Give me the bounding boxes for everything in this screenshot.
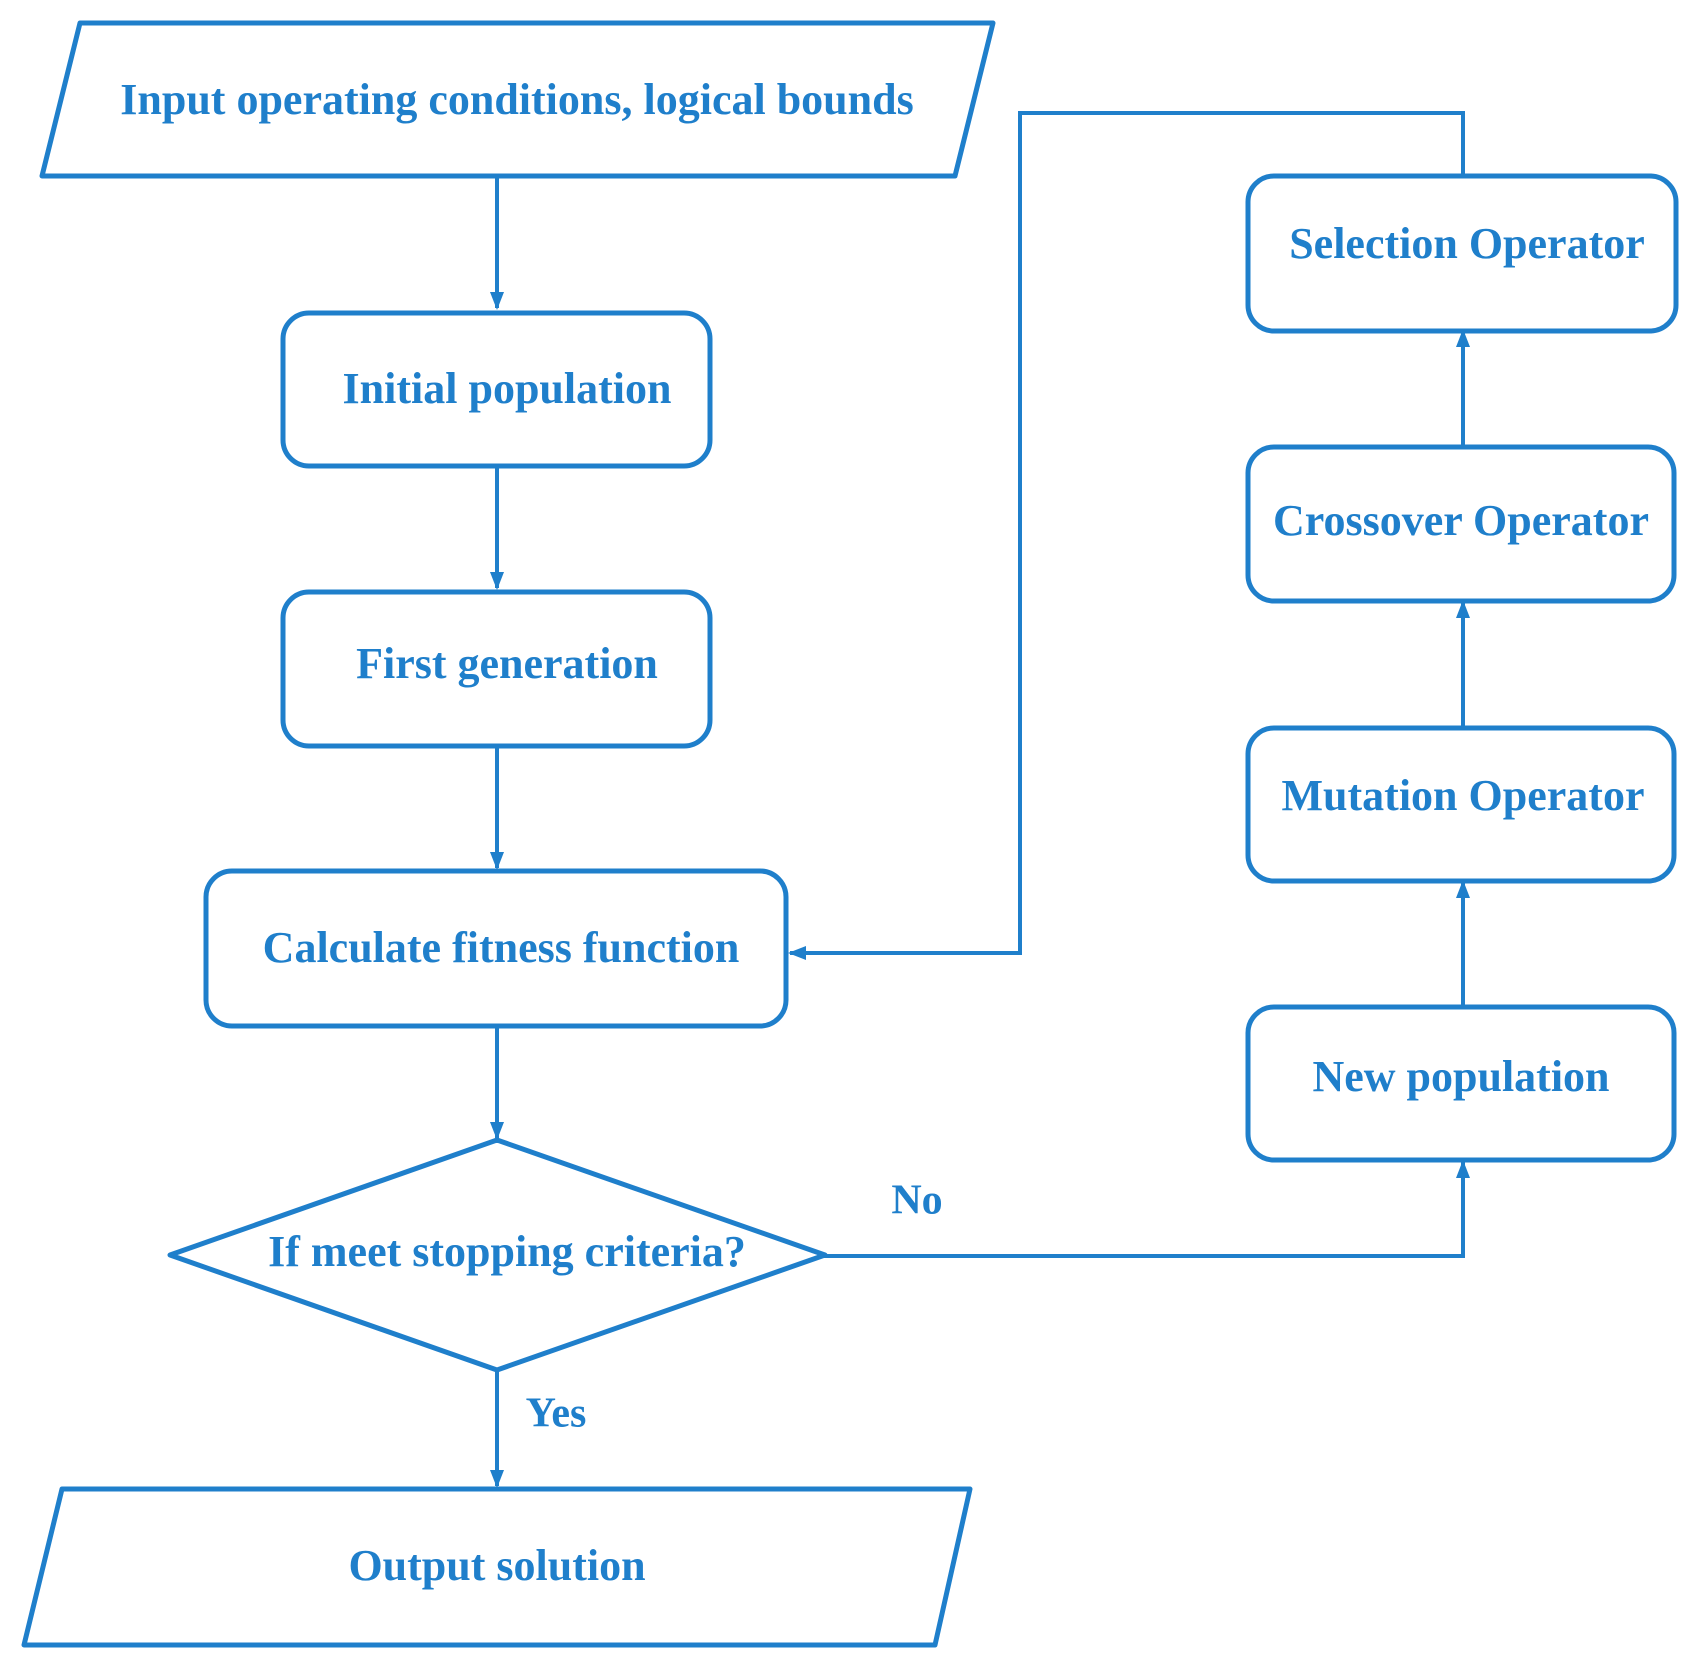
new-population-node: New population: [1245, 1004, 1677, 1163]
edge-label-yes: Yes: [526, 1391, 587, 1437]
input-node: Input operating conditions, logical boun…: [39, 20, 996, 179]
crossover-label: Crossover Operator: [1273, 496, 1649, 545]
selection-box: [1245, 173, 1679, 334]
input-parallelogram: [39, 20, 996, 179]
output-parallelogram: [21, 1486, 973, 1648]
calculate-fitness-label: Calculate fitness function: [263, 923, 740, 972]
input-label: Input operating conditions, logical boun…: [120, 75, 913, 124]
new-population-label: New population: [1312, 1052, 1609, 1101]
mutation-node: Mutation Operator: [1245, 725, 1677, 884]
mutation-box: [1245, 725, 1677, 884]
output-label: Output solution: [348, 1541, 645, 1590]
selection-node: Selection Operator: [1245, 173, 1679, 334]
edge-selection-loop-to-fitness: [788, 111, 1465, 960]
selection-label: Selection Operator: [1289, 219, 1645, 268]
edge-label-no: No: [891, 1178, 942, 1224]
crossover-box: [1245, 444, 1677, 604]
first-generation-box: [280, 589, 713, 749]
crossover-node: Crossover Operator: [1245, 444, 1677, 604]
initial-population-node: Initial population: [280, 310, 713, 469]
edge-decision-to-new-population-no: [824, 1160, 1470, 1258]
calculate-fitness-box: [203, 868, 789, 1029]
first-generation-node: First generation: [280, 589, 713, 749]
initial-population-box: [280, 310, 713, 469]
new-population-box: [1245, 1004, 1677, 1163]
initial-population-label: Initial population: [343, 364, 672, 413]
calculate-fitness-node: Calculate fitness function: [203, 868, 789, 1029]
decision-node: If meet stopping criteria?: [167, 1137, 828, 1373]
decision-label: If meet stopping criteria?: [268, 1227, 746, 1276]
output-node: Output solution: [21, 1486, 973, 1648]
mutation-label: Mutation Operator: [1282, 771, 1645, 820]
decision-diamond: [167, 1137, 828, 1373]
first-generation-label: First generation: [356, 639, 658, 688]
